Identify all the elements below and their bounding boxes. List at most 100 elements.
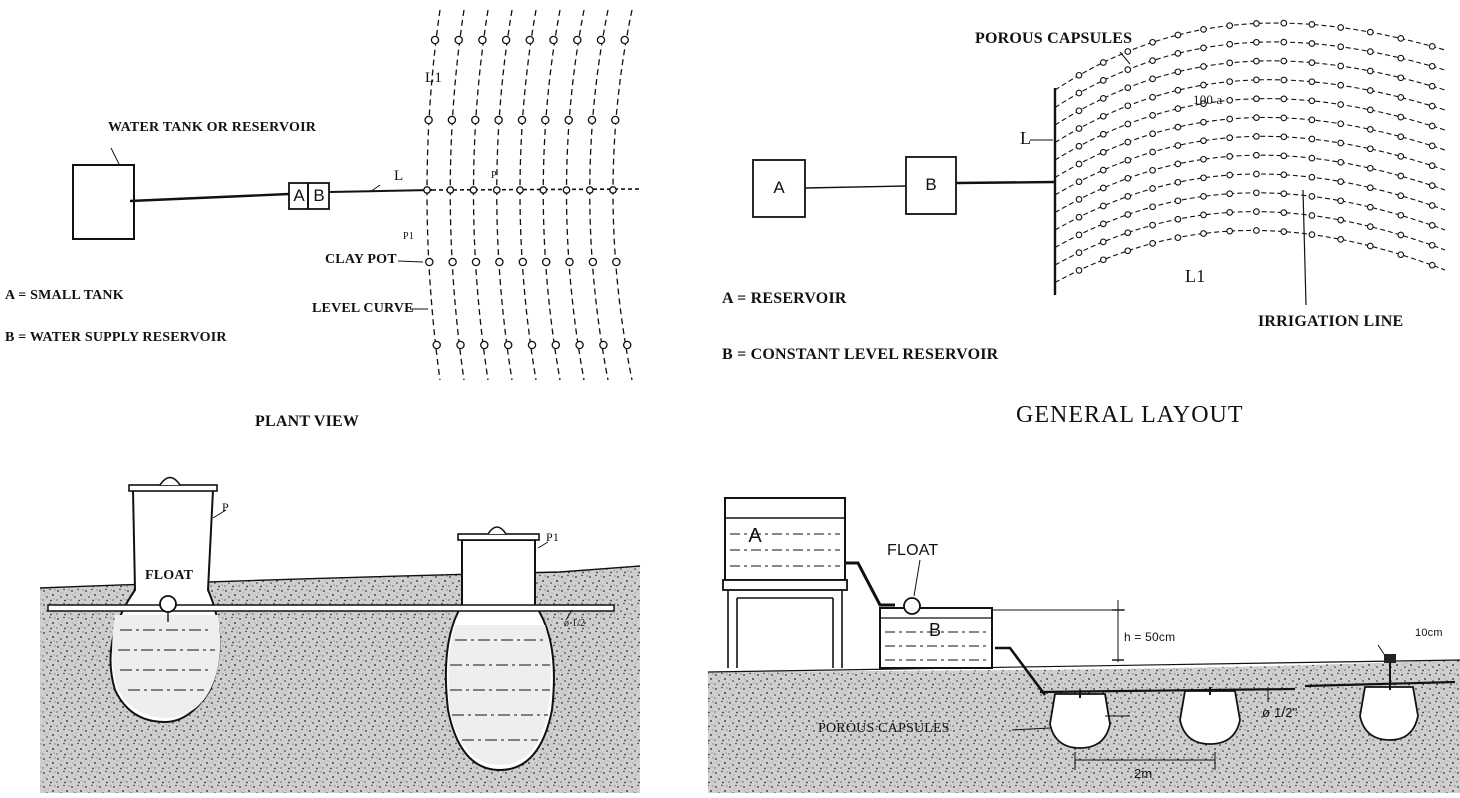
porous-capsule-marker	[1280, 95, 1288, 103]
clay-pot-marker	[494, 115, 503, 125]
buried-line	[1039, 687, 1296, 694]
porous-capsule-marker	[1397, 74, 1405, 82]
porous-capsule-marker	[1366, 126, 1374, 133]
clay-pot-marker	[516, 186, 524, 194]
box-b-label: B	[313, 186, 325, 205]
porous-capsule-marker	[1226, 40, 1234, 48]
porous-capsule-marker	[1308, 173, 1316, 181]
porous-capsule-marker	[1075, 231, 1083, 239]
pipe-size-leader	[565, 609, 573, 621]
porous-capsule-marker	[1149, 185, 1156, 192]
porous-capsule-marker	[1174, 105, 1182, 112]
plant-view-title: PLANT VIEW	[255, 413, 360, 430]
clay-pot-marker	[492, 186, 501, 194]
porous-capsule-1	[1049, 693, 1111, 749]
pot-p1-lid	[457, 533, 540, 541]
clay-pot-marker	[588, 257, 598, 267]
porous-capsule-marker	[1337, 43, 1345, 51]
porous-capsule-marker	[1337, 216, 1345, 224]
irrigation-line	[1054, 41, 1446, 108]
tank-a-water-lines	[730, 533, 840, 567]
box-b	[307, 182, 330, 210]
irrigation-line	[1054, 154, 1446, 213]
general-layout-diagram	[752, 19, 1446, 306]
level-curve	[496, 9, 513, 381]
porous-capsule-marker	[1200, 211, 1207, 219]
porous-capsule-marker	[1124, 102, 1132, 110]
pipe-b-manifold	[955, 180, 1056, 185]
porous-capsules-leader	[1011, 727, 1051, 731]
porous-capsule-marker	[1280, 228, 1288, 235]
porous-capsule-marker	[1174, 234, 1182, 241]
porous-capsule-marker	[1253, 20, 1260, 27]
line-l1-label-right: L1	[1185, 266, 1206, 286]
legend-a-right: A = RESERVOIR	[722, 290, 847, 307]
level-curve	[449, 9, 465, 381]
irrigation-line	[431, 188, 641, 191]
box-b-constant-level	[905, 156, 957, 215]
porous-capsule-marker	[1099, 59, 1107, 66]
clay-pot-label: CLAY POT	[325, 252, 397, 267]
clay-pot-marker	[599, 340, 608, 350]
clay-pot-marker	[611, 115, 620, 125]
buried-line-2	[1304, 680, 1456, 688]
clay-pot-marker	[565, 257, 574, 267]
porous-capsule-marker	[1428, 202, 1436, 209]
porous-capsule-marker	[1253, 95, 1260, 103]
point-p1-label: P1	[403, 231, 414, 242]
pot-p-handle	[159, 476, 181, 486]
porous-capsule-marker	[1337, 120, 1345, 128]
porous-capsule-marker	[1226, 115, 1234, 123]
porous-capsule-marker	[1280, 19, 1288, 27]
porous-capsule-marker	[1280, 114, 1288, 122]
porous-capsule-marker	[1075, 196, 1083, 203]
porous-capsule-marker	[1075, 160, 1083, 168]
clay-pot-marker	[446, 186, 455, 194]
porous-capsule-marker	[1124, 156, 1132, 164]
porous-capsule-marker	[1149, 203, 1156, 211]
tank-a-base	[722, 579, 848, 591]
porous-capsule-marker	[1124, 174, 1132, 182]
box-a-reservoir	[752, 159, 806, 218]
clay-pot-marker	[549, 35, 558, 45]
porous-capsule-marker	[1226, 96, 1234, 104]
water-tank-box	[72, 164, 135, 240]
porous-capsule-marker	[1124, 193, 1132, 200]
porous-capsule-marker	[1124, 229, 1132, 237]
level-curve-label: LEVEL CURVE	[312, 301, 414, 316]
level-curve	[565, 9, 585, 381]
porous-capsule-marker	[1226, 78, 1234, 85]
porous-capsule-marker	[1366, 106, 1374, 114]
porous-capsule-3	[1359, 686, 1419, 741]
level-curve	[589, 9, 609, 381]
porous-capsule-marker	[1099, 202, 1107, 210]
porous-capsule-marker	[1308, 231, 1316, 238]
porous-capsules-label: POROUS CAPSULES	[975, 30, 1133, 47]
porous-capsule-marker	[1174, 142, 1182, 149]
porous-capsule-marker	[1253, 151, 1260, 159]
porous-capsule-marker	[1308, 59, 1316, 66]
main-line-l	[328, 189, 433, 193]
porous-capsule-marker	[1149, 221, 1156, 229]
porous-capsule-marker	[1428, 122, 1436, 130]
water-in-pot-p1	[448, 625, 551, 765]
porous-capsule-marker	[1366, 87, 1374, 94]
irrigation-line	[1054, 116, 1446, 178]
porous-capsule-marker	[1308, 154, 1316, 162]
porous-capsule-marker	[1337, 158, 1345, 166]
clay-pot-marker	[612, 257, 621, 267]
clay-pot-marker	[539, 186, 548, 194]
porous-capsule-marker	[1337, 236, 1345, 243]
float-label: FLOAT	[145, 568, 194, 583]
porous-capsule-marker	[1253, 227, 1260, 234]
porous-capsule-marker	[1428, 43, 1436, 50]
porous-capsule-marker	[1397, 211, 1405, 219]
porous-capsule-marker	[1253, 189, 1260, 197]
porous-capsule-marker	[1174, 50, 1182, 57]
porous-capsule-marker	[1149, 130, 1156, 138]
water-lines-pot-p	[118, 629, 215, 691]
clay-pot-marker	[620, 35, 629, 45]
clay-pot-marker	[518, 257, 528, 267]
porous-capsule-marker	[1149, 148, 1156, 156]
pot-p1-leader	[537, 541, 549, 549]
